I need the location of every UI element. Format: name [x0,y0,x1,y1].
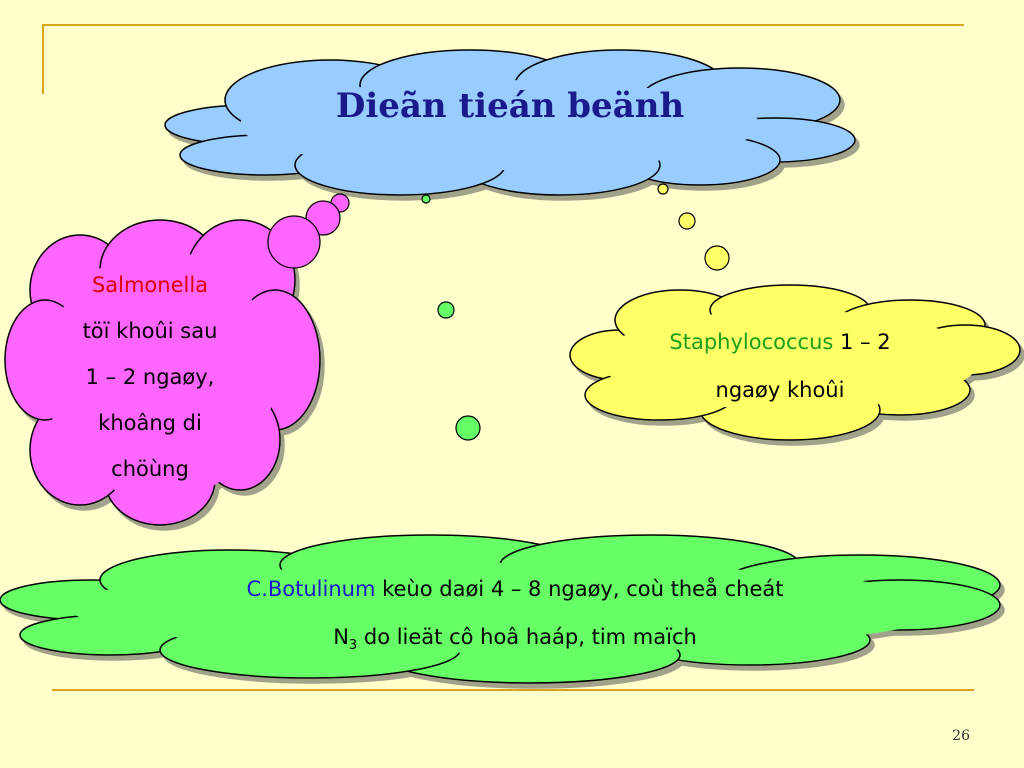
salmonella-line4: chöùng [111,457,189,481]
botulinum-n: N [333,625,349,649]
slide-title: Dieãn tieán beänh [335,86,685,126]
green-bubbles [421,194,481,441]
botulinum-line1: C.Botulinum keùo daøi 4 – 8 ngaøy, coù t… [80,565,950,613]
botulinum-line2-text: do lieät cô hoâ haáp, tim maïch [357,625,697,649]
botulinum-name: C.Botulinum [246,577,376,601]
page-number: 26 [952,728,970,744]
pink-bubbles [267,193,350,269]
botulinum-text: C.Botulinum keùo daøi 4 – 8 ngaøy, coù t… [80,565,950,670]
salmonella-name: Salmonella [91,273,209,297]
salmonella-cloud [4,219,321,526]
staph-text: Staphylococcus 1 – 2 ngaøy khoûi [610,318,950,414]
staph-tail: 1 – 2 [833,330,891,354]
staph-name: Staphylococcus [669,330,834,354]
frame-top-line [42,24,964,26]
title-cloud [164,49,856,196]
salmonella-line2: 1 – 2 ngaøy, [85,365,215,389]
salmonella-line1: töï khoûi sau [82,319,218,343]
frame-left-line [42,24,44,94]
salmonella-line3: khoâng di [98,411,202,435]
botulinum-cloud [0,534,1001,684]
botulinum-tail: keùo daøi 4 – 8 ngaøy, coù theå cheát [375,577,784,601]
yellow-bubbles [657,183,730,271]
staph-line1: Staphylococcus 1 – 2 [610,318,950,366]
botulinum-sub: 3 [348,638,358,654]
staph-cloud [569,284,1021,441]
salmonella-text: Salmonella töï khoûi sau 1 – 2 ngaøy, kh… [40,262,260,492]
staph-line2: ngaøy khoûi [715,378,845,402]
frame-bottom-line [52,689,974,691]
botulinum-line2: N3 do lieät cô hoâ haáp, tim maïch [80,613,950,670]
